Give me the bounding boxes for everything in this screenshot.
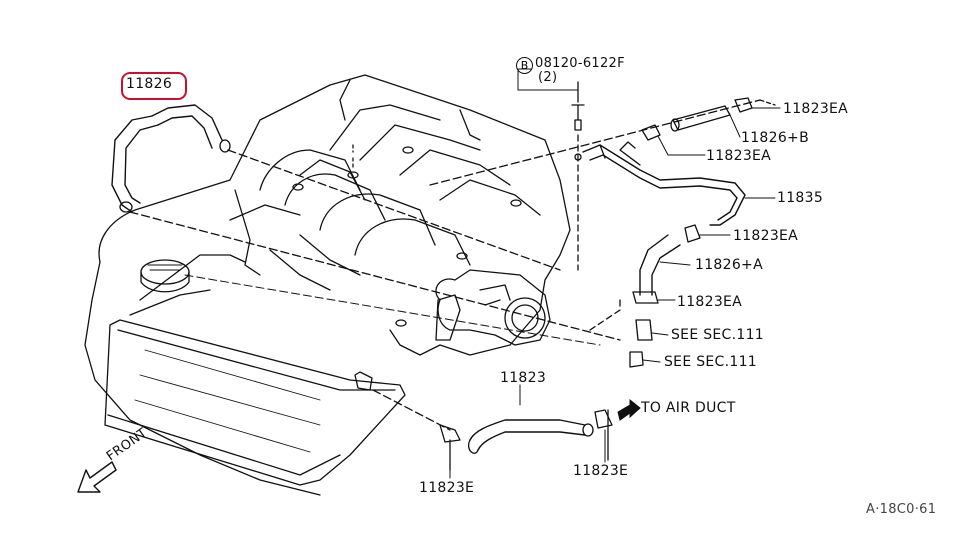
- diagram-code: A·18C0·61: [866, 502, 937, 517]
- highlight-box: [121, 72, 187, 100]
- label-clamp-top[interactable]: 11823EA: [783, 101, 849, 117]
- label-hose-11826a[interactable]: 11826+A: [695, 257, 763, 273]
- label-clamp-e-left[interactable]: 11823E: [419, 480, 475, 496]
- label-clamp-b[interactable]: 11823EA: [706, 148, 772, 164]
- label-clamp-e-right[interactable]: 11823E: [573, 463, 629, 479]
- throttle-body: [435, 269, 551, 346]
- label-clamp-c[interactable]: 11823EA: [733, 228, 799, 244]
- label-11826[interactable]: 11826: [126, 76, 173, 92]
- label-bolt-qty: (2): [538, 70, 558, 85]
- bolt-symbol: B: [516, 57, 533, 74]
- label-see-sec-2[interactable]: SEE SEC.111: [664, 354, 758, 370]
- label-hose-11826b[interactable]: 11826+B: [741, 130, 809, 146]
- engine-outline: [98, 74, 571, 356]
- engine-outline-left: [84, 261, 321, 496]
- label-clamp-d[interactable]: 11823EA: [677, 294, 743, 310]
- label-see-sec-1[interactable]: SEE SEC.111: [671, 327, 765, 343]
- label-tube-11835[interactable]: 11835: [777, 190, 824, 206]
- label-hose-11823[interactable]: 11823: [500, 370, 547, 386]
- label-bolt-part[interactable]: 08120-6122F: [535, 56, 625, 71]
- label-to-air-duct: TO AIR DUCT: [641, 400, 736, 416]
- engine-cover: [104, 319, 406, 486]
